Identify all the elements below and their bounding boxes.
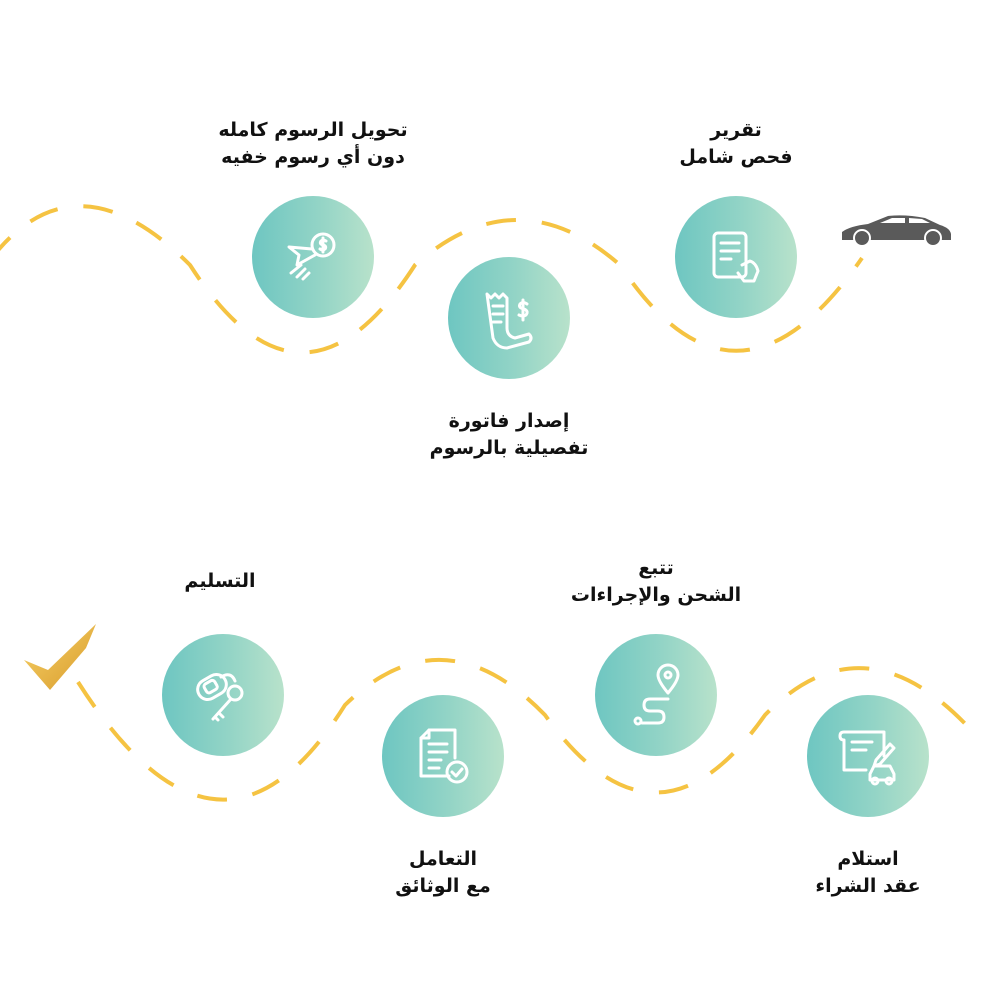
step-subtitle: فحص شامل bbox=[679, 146, 793, 168]
step-circle-documents bbox=[382, 695, 504, 817]
step-subtitle: دون أي رسوم خفيه bbox=[221, 146, 405, 168]
step-title: التسليم bbox=[184, 570, 256, 592]
step-subtitle: تفصيلية بالرسوم bbox=[429, 437, 589, 459]
step-label-invoice: إصدار فاتورة تفصيلية بالرسوم bbox=[379, 408, 639, 462]
step-label-fee-transfer: تحويل الرسوم كامله دون أي رسوم خفيه bbox=[183, 117, 443, 171]
step-title: استلام bbox=[837, 848, 899, 870]
step-title: إصدار فاتورة bbox=[448, 410, 570, 432]
checkmark-icon bbox=[24, 624, 96, 690]
money-transfer-icon bbox=[287, 232, 336, 281]
step-label-delivery: التسليم bbox=[90, 568, 350, 595]
step-subtitle: عقد الشراء bbox=[815, 875, 921, 897]
step-circle-delivery bbox=[162, 634, 284, 756]
step-circle-purchase-contract bbox=[807, 695, 929, 817]
step-title: تحويل الرسوم كامله bbox=[218, 119, 408, 141]
bottom-dashed-route bbox=[76, 658, 982, 802]
step-circle-shipment-tracking bbox=[595, 634, 717, 756]
step-label-inspection-report: تقرير فحص شامل bbox=[606, 117, 866, 171]
step-subtitle: الشحن والإجراءات bbox=[570, 584, 742, 606]
step-title: التعامل bbox=[409, 848, 477, 870]
route-pin-icon bbox=[633, 663, 680, 726]
receipt-dollar-icon bbox=[485, 292, 533, 350]
document-check-icon bbox=[419, 728, 469, 784]
step-circle-invoice bbox=[448, 257, 570, 379]
step-circle-inspection-report bbox=[675, 196, 797, 318]
clipboard-hand-icon bbox=[712, 231, 760, 283]
top-dashed-route bbox=[0, 204, 864, 355]
step-label-shipment-tracking: تتبع الشحن والإجراءات bbox=[526, 555, 786, 609]
car-key-icon bbox=[196, 673, 244, 722]
contract-car-icon bbox=[838, 730, 896, 786]
step-label-purchase-contract: استلام عقد الشراء bbox=[738, 846, 998, 900]
step-title: تتبع bbox=[638, 557, 674, 579]
step-subtitle: مع الوثائق bbox=[395, 875, 491, 897]
car-icon bbox=[842, 215, 951, 247]
step-title: تقرير bbox=[710, 119, 762, 141]
step-circle-fee-transfer bbox=[252, 196, 374, 318]
step-label-documents: التعامل مع الوثائق bbox=[313, 846, 573, 900]
